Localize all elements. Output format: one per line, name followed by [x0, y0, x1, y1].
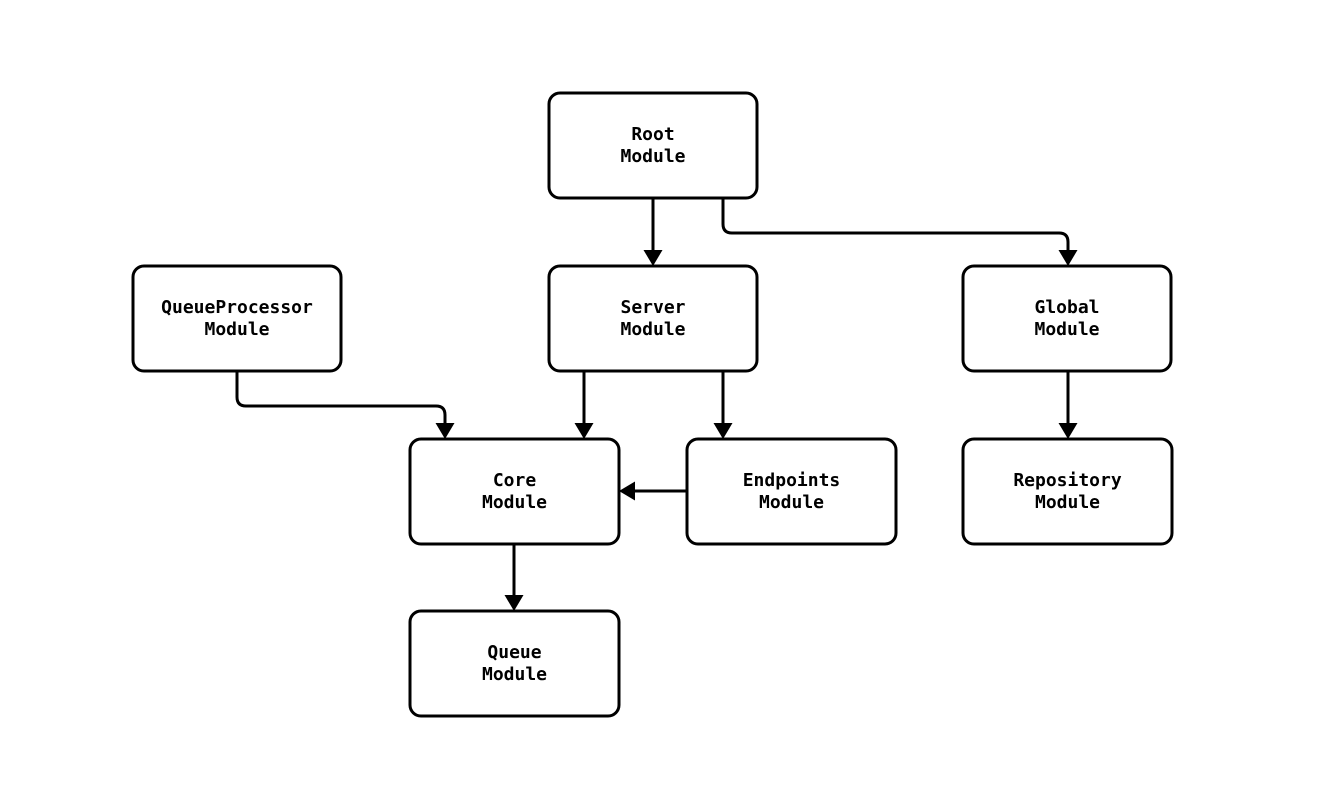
node-label: Module [1034, 319, 1099, 340]
arrowhead-icon [619, 481, 635, 501]
node-label: Repository [1013, 470, 1122, 491]
node-box [547, 91, 759, 200]
node-label: Queue [487, 642, 541, 663]
arrowhead-icon [504, 595, 524, 611]
node-label: Module [759, 492, 824, 513]
arrowhead-icon [1058, 250, 1078, 266]
node-label: Core [493, 470, 537, 491]
node-label: Server [620, 297, 685, 318]
node-box [131, 264, 343, 373]
arrowhead-icon [643, 250, 663, 266]
node-label: Module [482, 492, 547, 513]
node-label: Module [620, 146, 685, 167]
node-label: Endpoints [743, 470, 841, 491]
node-label: Module [204, 319, 269, 340]
node-box [685, 437, 898, 546]
edge-core-queue [504, 544, 524, 611]
node-label: QueueProcessor [161, 297, 313, 318]
edge-global-repository [1058, 371, 1078, 439]
arrowhead-icon [574, 423, 594, 439]
edge-root-server [643, 198, 663, 266]
node-label: Module [620, 319, 685, 340]
edge-server-core [574, 371, 594, 439]
node-label: Global [1034, 297, 1099, 318]
edge-server-endpoints [713, 371, 733, 439]
node-box [961, 437, 1174, 546]
node-box [961, 264, 1173, 373]
node-label: Module [1035, 492, 1100, 513]
edge-root-global [721, 198, 1078, 266]
node-box [408, 609, 621, 718]
arrowhead-icon [1058, 423, 1078, 439]
edge-queueprocessor-core [235, 371, 455, 439]
node-label: Module [482, 664, 547, 685]
node-box [408, 437, 621, 546]
node-label: Root [631, 124, 674, 145]
arrowhead-icon [435, 423, 455, 439]
edge-endpoints-core [619, 481, 687, 501]
node-box [547, 264, 759, 373]
arrowhead-icon [713, 423, 733, 439]
